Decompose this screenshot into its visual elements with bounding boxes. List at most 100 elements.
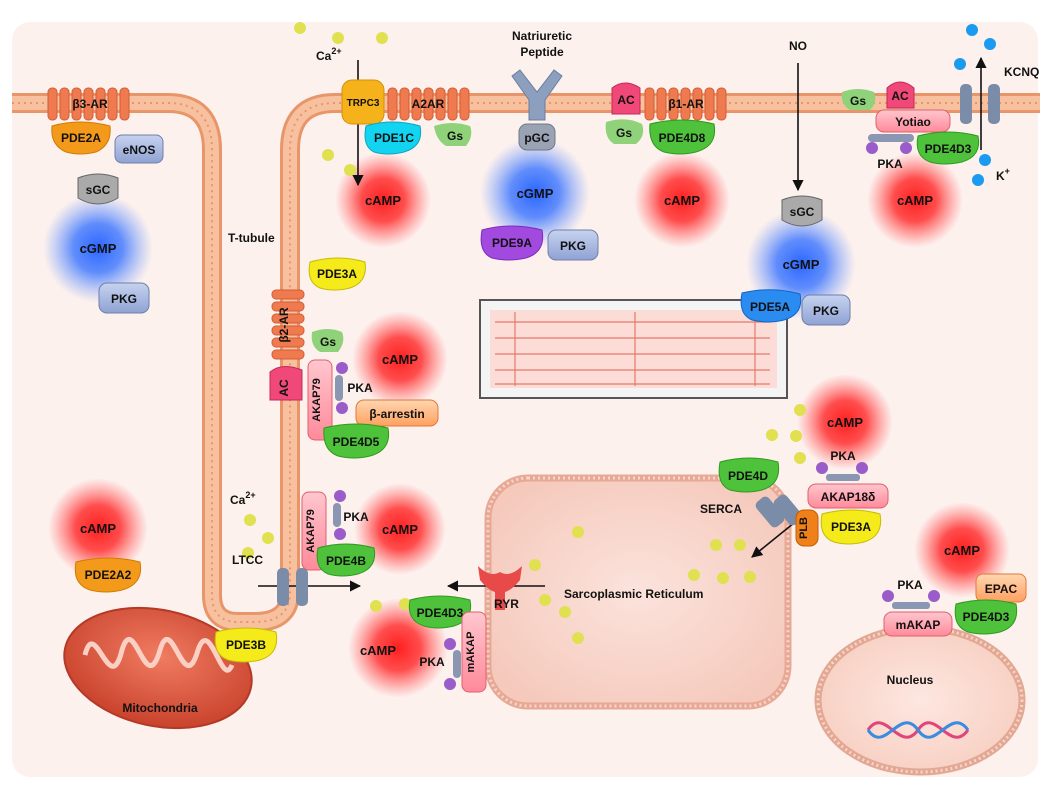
pde5a-label: PDE5A: [750, 300, 790, 314]
pgc-receptor: [511, 69, 563, 151]
akap18d-label: AKAP18δ: [821, 490, 876, 504]
beta2-ar-receptor: [271, 289, 305, 360]
pka-subunit: [453, 650, 461, 678]
camp-label: cAMP: [382, 522, 418, 537]
pka-subunit: [866, 142, 878, 154]
pde1c-label: PDE1C: [374, 131, 414, 145]
ac-label: AC: [277, 379, 291, 397]
pka-label: PKA: [877, 157, 903, 171]
mitochondria-label: Mitochondria: [122, 701, 198, 715]
gs-label: Gs: [850, 94, 866, 108]
pka-subunit: [856, 462, 868, 474]
camp-label: cAMP: [944, 543, 980, 558]
yotiao-label: Yotiao: [895, 115, 931, 129]
pka-label: PKA: [419, 655, 445, 669]
pde4d5-label: PDE4D5: [333, 435, 380, 449]
pka-subunit: [336, 402, 348, 414]
gs-protein: [311, 329, 344, 352]
ca-label: Ca2+: [316, 46, 342, 63]
pde4b-label: PDE4B: [326, 554, 366, 568]
pka-subunit: [336, 362, 348, 374]
sarcoplasmic-reticulum-label: Sarcoplasmic Reticulum: [564, 587, 703, 601]
yotiao-anchor: [875, 109, 951, 133]
pka-subunit: [335, 375, 343, 401]
gs-label: Gs: [320, 335, 336, 349]
sgc-enzyme: [781, 195, 823, 227]
pde4d8-enzyme: [649, 119, 716, 155]
pde4d3-label: PDE4D3: [963, 610, 1010, 624]
pde1c-enzyme: [364, 121, 422, 155]
camp-label: cAMP: [360, 643, 396, 658]
trpc3-channel: [341, 79, 385, 125]
pde4d-enzyme: [718, 457, 780, 493]
cgmp-label: cGMP: [517, 186, 554, 201]
enos-label: eNOS: [123, 143, 156, 157]
pkg-box: [98, 282, 150, 314]
pde3b-enzyme: [214, 627, 278, 663]
pka-subunit: [334, 528, 346, 540]
makap-anchor: [883, 611, 953, 637]
pde4b-enzyme: [316, 543, 376, 577]
pde5a-enzyme: [740, 289, 802, 323]
ltcc-label: LTCC: [232, 553, 263, 567]
potassium-ions: [954, 24, 996, 186]
gs-label: Gs: [447, 129, 463, 143]
gs-protein: [434, 123, 472, 146]
a2a-r-receptor: [387, 87, 470, 121]
pde2a-label: PDE2A: [61, 131, 101, 145]
pka-label: PKA: [347, 381, 373, 395]
cgmp-label: cGMP: [80, 241, 117, 256]
akap79-label: AKAP79: [305, 509, 317, 552]
serca-pump: [755, 494, 803, 528]
ryr-channel: [478, 566, 522, 610]
pka-subunit: [333, 503, 341, 527]
ltcc-channel: [277, 568, 308, 606]
ac-enzyme: [611, 82, 641, 115]
beta3-ar-receptor: [47, 87, 130, 121]
t-tubule-label: T-tubule: [228, 231, 275, 245]
pka-label: PKA: [343, 510, 369, 524]
pde2a2-label: PDE2A2: [85, 568, 132, 582]
ryr-label: RYR: [494, 597, 519, 611]
pka-subunit: [334, 490, 346, 502]
makap-label: mAKAP: [465, 632, 477, 673]
sgc-label: sGC: [86, 183, 111, 197]
camp-label: cAMP: [365, 193, 401, 208]
pde3a-label: PDE3A: [317, 267, 357, 281]
pkg-box: [801, 294, 851, 326]
pka-subunit: [892, 602, 930, 609]
makap-label: mAKAP: [896, 618, 941, 632]
cgmp-label: cGMP: [783, 257, 820, 272]
camp-label: cAMP: [80, 521, 116, 536]
pka-subunit: [900, 142, 912, 154]
pde4d3-label: PDE4D3: [925, 142, 972, 156]
pde3b-label: PDE3B: [226, 638, 266, 652]
beta1-ar-label: β1-AR: [668, 97, 704, 111]
sgc-enzyme: [77, 173, 119, 205]
beta-arrestin-box: [355, 399, 439, 427]
pde4d3-label: PDE4D3: [417, 606, 464, 620]
camp-clouds: [48, 152, 1010, 698]
pka-subunit: [444, 678, 456, 690]
akap79-label: AKAP79: [311, 378, 323, 421]
pde9a-label: PDE9A: [492, 236, 532, 250]
dna-icon: [866, 721, 970, 739]
beta2-ar-label: β2-AR: [277, 307, 291, 343]
pde3a-enzyme: [308, 257, 366, 291]
calcium-ions: [242, 22, 806, 644]
no-label: NO: [789, 39, 807, 53]
enos-box: [114, 134, 164, 164]
pka-label: PKA: [897, 578, 923, 592]
plb-protein: [795, 509, 819, 547]
nucleus-label: Nucleus: [887, 673, 934, 687]
myofibril-icon: [479, 299, 788, 399]
pka-subunit: [816, 462, 828, 474]
pkg-label: PKG: [111, 292, 137, 306]
sgc-label: sGC: [790, 205, 815, 219]
pde4d8-label: PDE4D8: [659, 131, 706, 145]
ac-label: AC: [891, 89, 909, 103]
camp-label: cAMP: [664, 193, 700, 208]
